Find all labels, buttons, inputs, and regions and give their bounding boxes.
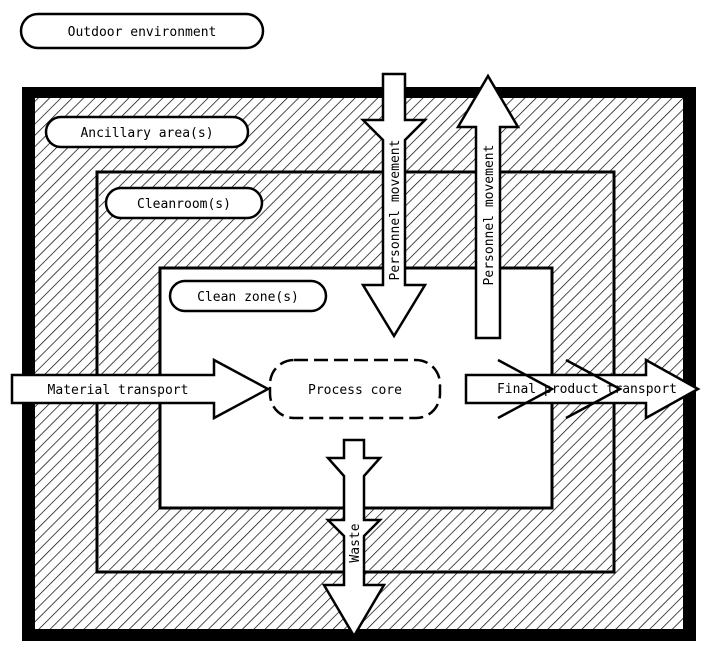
process-core-label: Process core — [308, 383, 402, 398]
material-transport-label: Material transport — [48, 383, 189, 398]
outdoor-environment-label: Outdoor environment — [68, 25, 217, 40]
ancillary-area-pill: Ancillary area(s) — [44, 115, 250, 149]
clean-zone-pill: Clean zone(s) — [168, 279, 328, 313]
personnel-movement-in-arrow: Personnel movement — [359, 72, 429, 339]
ancillary-area-label: Ancillary area(s) — [80, 126, 213, 141]
final-product-transport-arrow: Final product transport — [464, 357, 701, 421]
final-product-transport-label: Final product transport — [497, 382, 677, 397]
cleanroom-label: Cleanroom(s) — [137, 197, 231, 212]
cleanroom-pill: Cleanroom(s) — [104, 186, 264, 220]
material-transport-arrow: Material transport — [10, 357, 271, 421]
process-core: Process core — [268, 358, 442, 420]
clean-zone-label: Clean zone(s) — [197, 290, 299, 305]
outdoor-environment-pill: Outdoor environment — [19, 12, 265, 50]
waste-label: Waste — [348, 523, 363, 562]
waste-arrow: Waste — [321, 438, 387, 639]
personnel-movement-out-label: Personnel movement — [482, 145, 497, 286]
personnel-movement-in-label: Personnel movement — [388, 140, 403, 281]
personnel-movement-out-arrow: Personnel movement — [455, 73, 521, 340]
